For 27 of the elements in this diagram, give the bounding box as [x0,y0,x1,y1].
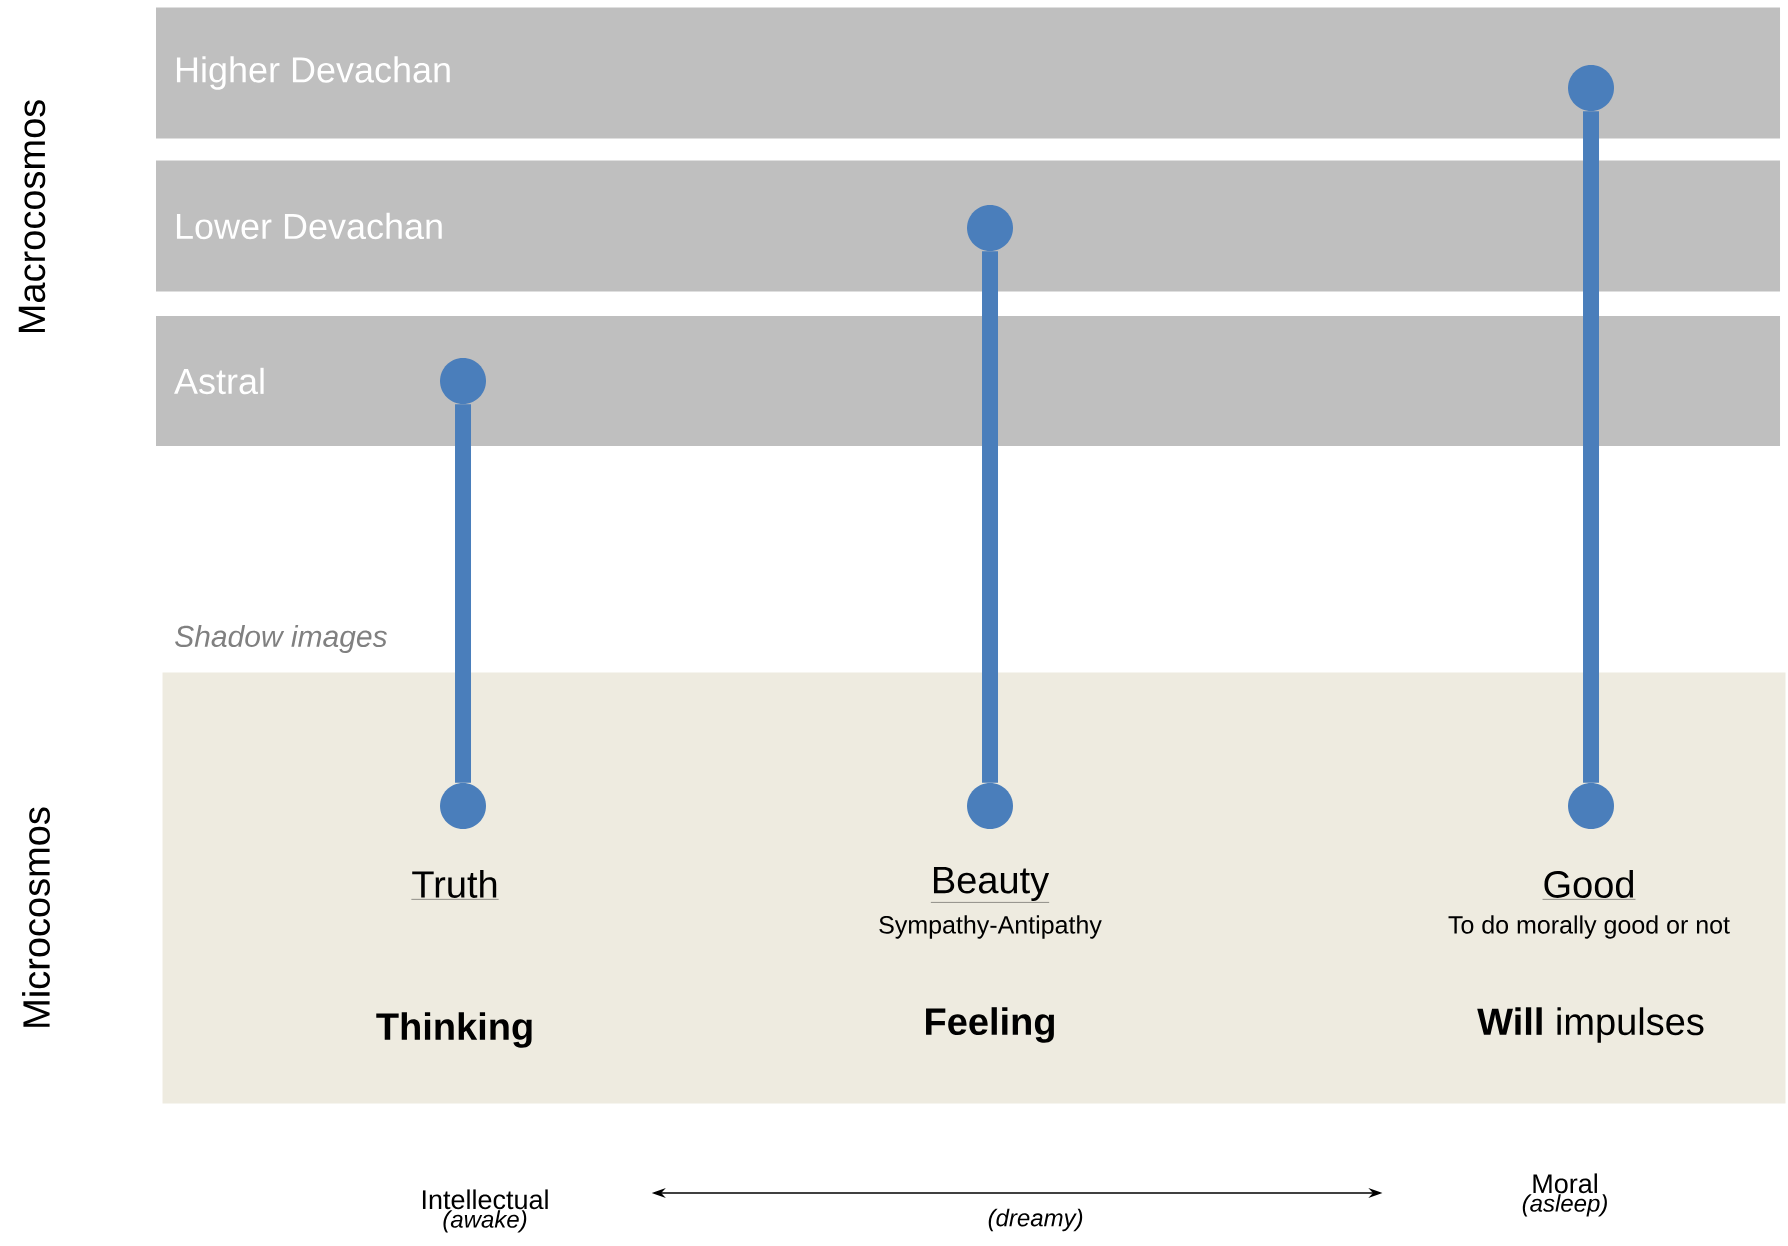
dot [967,783,1013,829]
dot [1568,783,1614,829]
heading-text: Beauty [930,867,1050,903]
text-label: Intellectual (awake) [422,1189,548,1233]
category-text: Will impulses [1477,1007,1704,1043]
heading-text: Good [1542,870,1636,900]
dot [440,783,486,829]
category-text: Thinking [376,1012,532,1048]
caption-text: Shadow images [175,625,387,653]
text-label: Moral (asleep) [1522,1173,1607,1217]
bar [1583,111,1599,783]
side-label: Microcosmos [22,807,50,1027]
side-label: Macrocosmos [18,100,46,333]
bar [455,404,471,783]
heading-text: Truth [411,870,499,900]
dot [1568,65,1614,111]
bar [982,251,998,783]
edge-label: (dreamy) [988,1208,1083,1232]
subtitle-text: Sympathy-Antipathy [879,915,1102,939]
band [162,672,1786,1104]
category-text: Feeling [926,1007,1054,1043]
subtitle-text: To do morally good or not [1448,915,1730,939]
dot [440,358,486,404]
dot [967,205,1013,251]
band: Astral [156,316,1780,446]
band: Lower Devachan [156,160,1780,292]
band: Higher Devachan [156,7,1780,139]
